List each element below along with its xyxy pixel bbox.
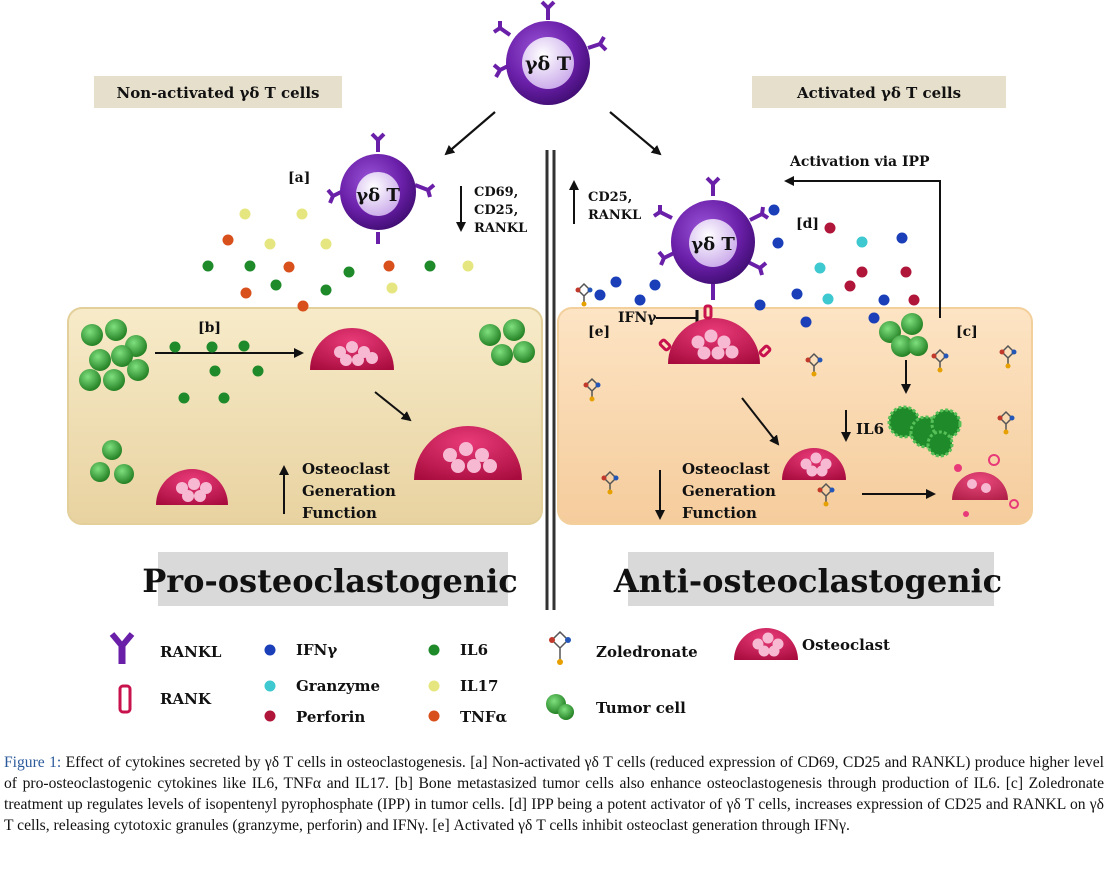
activation-arrow: Activation via IPP <box>784 154 941 318</box>
svg-text:IL6: IL6 <box>460 641 488 659</box>
svg-text:CD25,: CD25, <box>474 203 518 218</box>
svg-text:Perforin: Perforin <box>296 708 365 726</box>
left-tumor-cluster-2 <box>479 319 535 366</box>
degrading-osteoclast <box>952 454 1019 517</box>
legend-rank-icon <box>118 684 132 714</box>
svg-text:γδ T: γδ T <box>525 53 571 75</box>
legend-il17-dot <box>428 680 440 692</box>
svg-text:Osteoclast: Osteoclast <box>302 460 390 478</box>
down-markers: CD69, CD25, RANKL <box>456 185 527 236</box>
legend-tumor-icon <box>546 694 574 720</box>
svg-text:Pro-osteoclastogenic: Pro-osteoclastogenic <box>142 562 518 600</box>
figure-caption: Figure 1: Effect of cytokines secreted b… <box>4 752 1104 872</box>
up-markers: CD25, RANKL <box>569 180 641 224</box>
right-function-label: Osteoclast Generation Function <box>655 460 776 522</box>
label-b: [b] <box>198 320 221 336</box>
legend-rankl-icon <box>109 632 135 664</box>
left-cytokines <box>202 208 474 312</box>
svg-text:Tumor cell: Tumor cell <box>596 699 686 717</box>
label-c: [c] <box>956 324 978 340</box>
right-gd-t-cell: γδ T <box>652 176 770 300</box>
left-il6-dots <box>169 340 264 404</box>
left-tumor-cluster-1 <box>79 319 149 391</box>
label-d: [d] <box>796 216 819 232</box>
legend-il6-dot <box>428 644 440 656</box>
diagram: Non-activated γδ T cells Activated γδ T … <box>67 0 1033 726</box>
legend-zoledronate-icon <box>549 630 571 665</box>
svg-text:RANK: RANK <box>160 690 212 708</box>
svg-text:CD69,: CD69, <box>474 185 518 200</box>
svg-text:CD25,: CD25, <box>588 190 632 205</box>
svg-text:γδ T: γδ T <box>356 185 400 206</box>
legend-ifng-dot <box>264 644 276 656</box>
top-gd-t-cell: γδ T <box>492 0 608 105</box>
svg-text:IL6: IL6 <box>856 420 884 438</box>
svg-text:Non-activated γδ T cells: Non-activated γδ T cells <box>117 84 320 102</box>
left-gd-t-cell: γδ T <box>326 132 436 244</box>
oc-growth-arrow <box>374 391 412 422</box>
svg-text:Anti-osteoclastogenic: Anti-osteoclastogenic <box>613 562 1002 600</box>
branch-arrows <box>444 111 662 156</box>
svg-text:Osteoclast: Osteoclast <box>802 636 890 654</box>
left-tumor-cluster-3 <box>90 440 134 484</box>
svg-text:Function: Function <box>682 504 757 522</box>
svg-text:Generation: Generation <box>302 482 396 500</box>
caption-text: Effect of cytokines secreted by γδ T cel… <box>4 754 1104 834</box>
svg-text:IL17: IL17 <box>460 677 498 695</box>
svg-text:Activation via IPP: Activation via IPP <box>789 154 930 170</box>
svg-text:IFNγ: IFNγ <box>296 641 337 659</box>
right-osteoclast-2 <box>782 448 846 480</box>
legend: RANKL RANK IFNγ Granzyme Perforin IL6 IL… <box>109 628 890 726</box>
legend-osteoclast-icon <box>734 628 798 660</box>
svg-text:Zoledronate: Zoledronate <box>596 643 698 661</box>
left-function-label: Osteoclast Generation Function <box>279 460 396 522</box>
label-a: [a] <box>288 170 310 186</box>
right-header: Activated γδ T cells <box>752 76 1006 108</box>
left-osteoclast-1 <box>310 328 394 370</box>
svg-text:Osteoclast: Osteoclast <box>682 460 770 478</box>
right-osteoclast-1 <box>658 304 772 364</box>
svg-text:RANKL: RANKL <box>588 208 641 223</box>
label-e: [e] <box>588 324 610 340</box>
legend-granzyme-dot <box>264 680 276 692</box>
il6-label-group: IL6 <box>841 410 884 442</box>
zoledronate-molecules <box>575 282 1017 507</box>
svg-text:IFNγ: IFNγ <box>618 310 657 326</box>
anti-osteoclastogenic-banner: Anti-osteoclastogenic <box>613 552 1002 606</box>
svg-text:γδ T: γδ T <box>691 234 735 255</box>
svg-text:RANKL: RANKL <box>474 221 527 236</box>
legend-perforin-dot <box>264 710 276 722</box>
svg-text:RANKL: RANKL <box>160 643 222 661</box>
il6-burst-cluster <box>887 405 962 458</box>
right-tumor-cluster <box>879 313 928 357</box>
svg-text:TNFα: TNFα <box>460 708 508 726</box>
right-cytokines <box>594 204 920 328</box>
left-header: Non-activated γδ T cells <box>94 76 342 108</box>
svg-text:Function: Function <box>302 504 377 522</box>
svg-text:Granzyme: Granzyme <box>296 677 380 695</box>
right-oc-arrow <box>741 397 780 446</box>
left-osteoclast-3 <box>156 469 228 505</box>
divider <box>545 150 556 610</box>
figure-label: Figure 1: <box>4 754 62 771</box>
pro-osteoclastogenic-banner: Pro-osteoclastogenic <box>142 552 518 606</box>
svg-text:Generation: Generation <box>682 482 776 500</box>
left-osteoclast-2 <box>414 426 522 480</box>
legend-tnfa-dot <box>428 710 440 722</box>
svg-text:Activated γδ T cells: Activated γδ T cells <box>796 84 961 102</box>
